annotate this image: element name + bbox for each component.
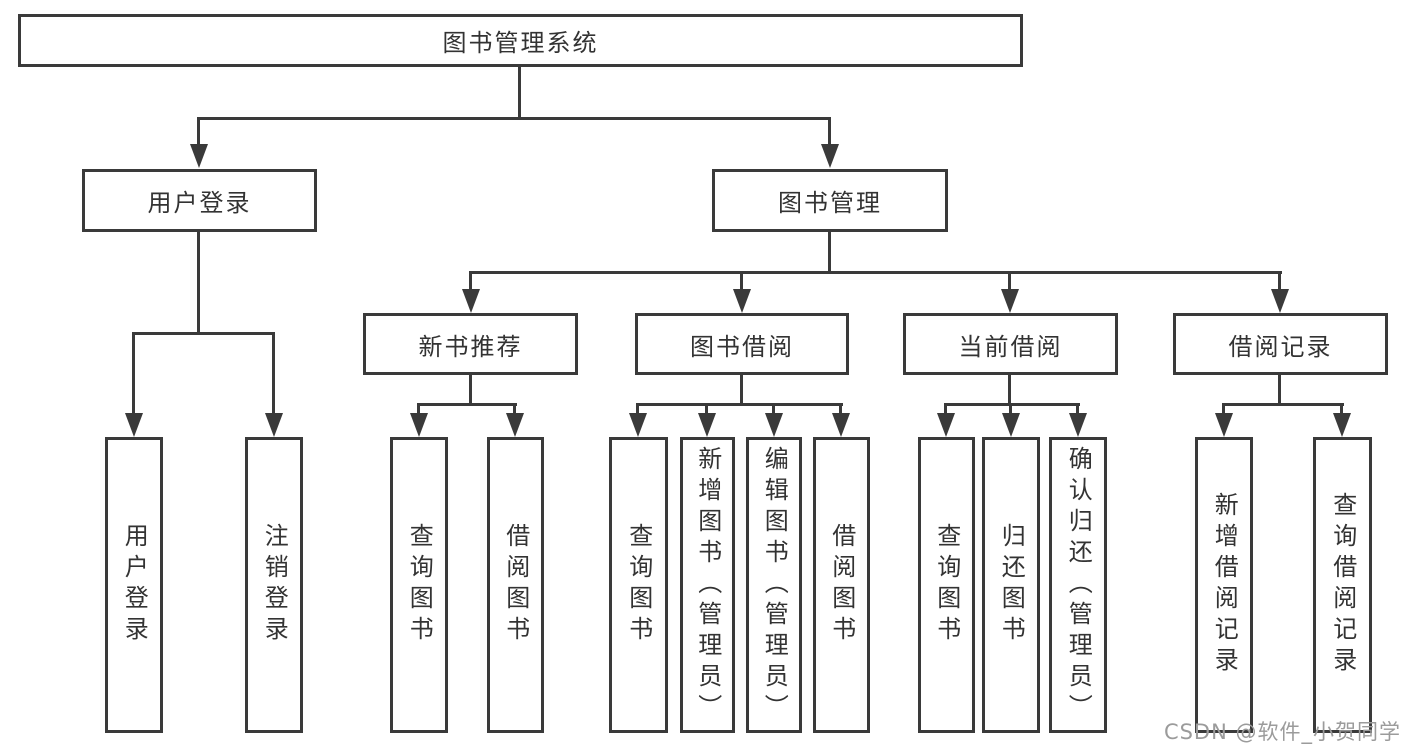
node-current-borrow: 当前借阅 (903, 313, 1118, 375)
connector-line (469, 271, 1282, 274)
arrow-down (506, 413, 524, 437)
connector-line (772, 403, 775, 417)
connector-line (518, 66, 521, 117)
node-borrow-record: 借阅记录 (1173, 313, 1388, 375)
leaf-query-borrow-record: 查询借阅记录 (1313, 437, 1372, 733)
arrow-down (832, 413, 850, 437)
arrow-down (698, 413, 716, 437)
leaf-edit-book-admin: 编辑图书（管理员） (746, 437, 802, 733)
connector-line (513, 403, 516, 417)
connector-line (469, 271, 472, 293)
arrow-down (1001, 289, 1019, 313)
connector-line (469, 375, 472, 406)
arrow-down (1002, 413, 1020, 437)
connector-line (740, 375, 743, 406)
connector-line (197, 117, 831, 120)
connector-line (132, 332, 275, 335)
connector-line (1340, 403, 1343, 417)
connector-line (417, 403, 517, 406)
connector-line (272, 332, 275, 414)
leaf-return-book: 归还图书 (982, 437, 1040, 733)
arrow-down (629, 413, 647, 437)
node-user-login: 用户登录 (82, 169, 317, 232)
leaf-query-books: 查询图书 (390, 437, 448, 733)
arrow-down (190, 144, 208, 168)
node-new-book-recommend: 新书推荐 (363, 313, 578, 375)
arrow-down (765, 413, 783, 437)
leaf-add-book-admin: 新增图书（管理员） (680, 437, 735, 733)
node-book-borrow: 图书借阅 (635, 313, 849, 375)
connector-line (1009, 403, 1012, 417)
connector-line (1278, 375, 1281, 406)
arrow-down (1271, 289, 1289, 313)
connector-line (1076, 403, 1079, 417)
arrow-down (937, 413, 955, 437)
arrow-down (821, 144, 839, 168)
connector-line (636, 403, 843, 406)
node-book-management: 图书管理 (712, 169, 948, 232)
leaf-confirm-return-admin: 确认归还（管理员） (1049, 437, 1107, 733)
arrow-down (462, 289, 480, 313)
leaf-add-borrow-record: 新增借阅记录 (1195, 437, 1253, 733)
leaf-borrow-book: 借阅图书 (813, 437, 870, 733)
connector-line (1278, 271, 1281, 293)
connector-line (839, 403, 842, 417)
connector-line (740, 271, 743, 293)
connector-line (1008, 271, 1011, 293)
leaf-logout: 注销登录 (245, 437, 303, 733)
arrow-down (1333, 413, 1351, 437)
connector-line (944, 403, 947, 417)
connector-line (132, 332, 135, 414)
connector-line (636, 403, 639, 417)
arrow-down (1215, 413, 1233, 437)
connector-line (1222, 403, 1225, 417)
connector-line (197, 117, 200, 147)
leaf-query-books: 查询图书 (609, 437, 668, 733)
connector-line (828, 117, 831, 147)
arrow-down (1069, 413, 1087, 437)
connector-line (1008, 375, 1011, 406)
connector-line (705, 403, 708, 417)
leaf-borrow-book: 借阅图书 (487, 437, 544, 733)
arrow-down (733, 289, 751, 313)
arrow-down (125, 413, 143, 437)
arrow-down (265, 413, 283, 437)
connector-line (944, 403, 1080, 406)
leaf-query-books: 查询图书 (918, 437, 975, 733)
connector-line (197, 232, 200, 335)
csdn-watermark: CSDN @软件_小贺同学 (1163, 720, 1401, 744)
arrow-down (410, 413, 428, 437)
node-library-system: 图书管理系统 (18, 14, 1023, 67)
leaf-user-login: 用户登录 (105, 437, 163, 733)
connector-line (417, 403, 420, 417)
connector-line (828, 232, 831, 274)
connector-line (1222, 403, 1344, 406)
